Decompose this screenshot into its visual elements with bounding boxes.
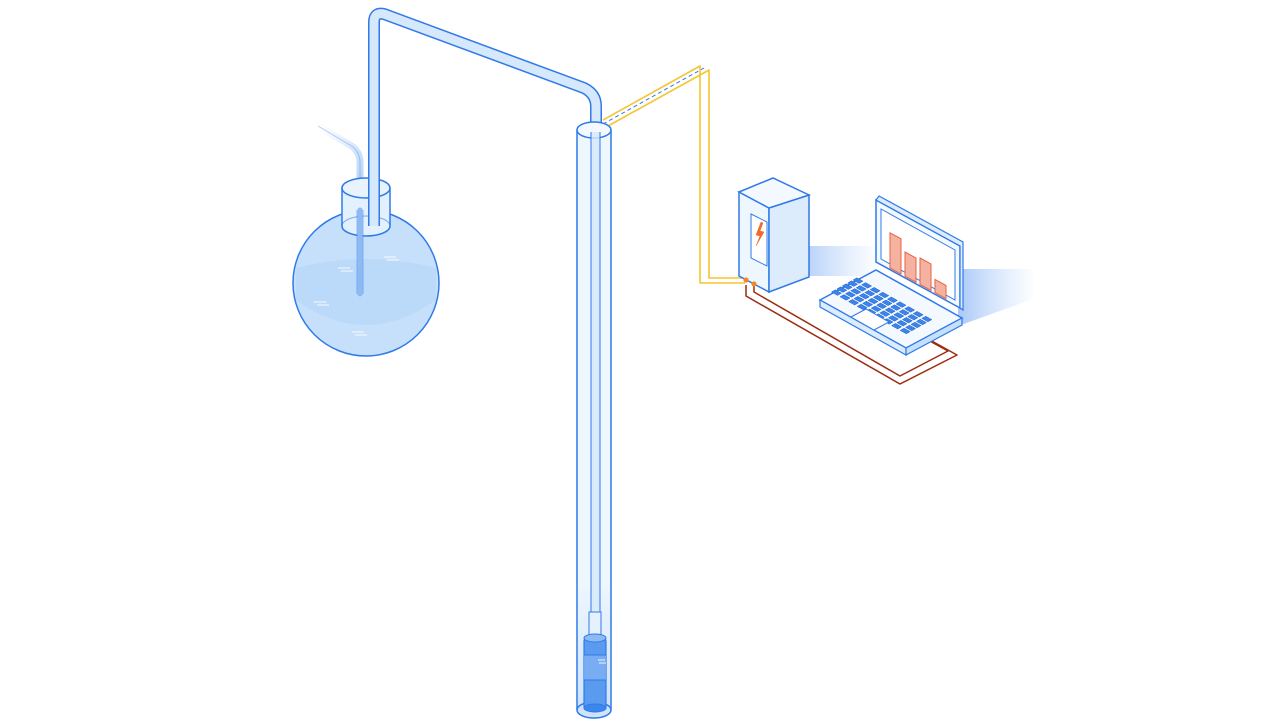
keyboard-key — [867, 297, 879, 305]
flask-water-highlight — [296, 259, 436, 325]
controller-top — [737, 177, 812, 209]
transfer-pipe — [368, 7, 602, 226]
keyboard-key — [879, 310, 891, 317]
touchpad — [849, 308, 891, 331]
keyboard-key — [855, 285, 867, 292]
keyboard-key — [899, 327, 911, 335]
laptop-screen — [880, 208, 956, 301]
keyboard-key — [895, 301, 907, 308]
screen-chart-bar — [904, 251, 917, 284]
flask-neck-rim — [341, 177, 391, 199]
floor-shadows — [805, 246, 1036, 326]
keyboard-key — [836, 286, 848, 293]
collection-flask — [292, 122, 440, 357]
controller-side — [768, 193, 810, 294]
keyboard-key — [881, 299, 893, 306]
flask-wave-marks — [314, 256, 399, 336]
transfer-pipe-body — [369, 9, 601, 226]
keyboard-key — [887, 315, 899, 322]
keyboard-key — [830, 289, 842, 296]
keyboard-icon — [830, 277, 933, 335]
keyboard-key — [856, 303, 868, 311]
keyboard-key — [912, 311, 924, 318]
laptop-shadow — [958, 269, 1036, 326]
lightning-icon — [755, 221, 765, 247]
keyboard-key — [884, 307, 896, 314]
keyboard-key — [910, 321, 922, 329]
keyboard-key — [858, 293, 870, 300]
keyboard-key — [876, 302, 888, 309]
submersible-pump — [583, 611, 607, 713]
connector-sensor — [743, 277, 749, 283]
keyboard-key — [901, 317, 913, 324]
sensor-cable — [602, 65, 745, 640]
transfer-pipe-outline — [368, 7, 602, 226]
screen-chart-bar — [934, 278, 947, 300]
keyboard-key — [869, 287, 881, 294]
keyboard-key — [861, 282, 873, 289]
keyboard-key — [844, 291, 856, 298]
laptop-bar-chart-icon — [889, 231, 947, 300]
keyboard-key — [905, 324, 917, 332]
keyboard-key — [921, 315, 933, 323]
keyboard-key — [904, 306, 916, 313]
keyboard-key — [878, 291, 890, 299]
keyboard-key — [839, 294, 851, 301]
keyboard-key — [898, 309, 910, 316]
flask-inlet-tube — [314, 122, 364, 226]
keyboard-key — [893, 312, 905, 319]
laptop-monitor — [818, 195, 964, 357]
keyboard-key — [850, 288, 862, 295]
keyboard-key — [862, 300, 874, 308]
keyboard-key — [852, 277, 864, 284]
keyboard-key — [896, 320, 908, 327]
keyboard-key — [872, 294, 884, 302]
keyboard-key — [853, 296, 865, 303]
keyboard-key — [915, 318, 927, 326]
screen-chart-bar — [919, 257, 932, 292]
connector-power — [751, 281, 757, 287]
keyboard-key — [890, 304, 902, 311]
keyboard-key — [841, 283, 853, 290]
keyboard-key — [870, 305, 882, 312]
controller-shadow — [805, 246, 880, 276]
keyboard-key — [891, 323, 903, 330]
keyboard-key — [848, 299, 860, 306]
keyboard-key — [907, 314, 919, 321]
keyboard-key — [886, 296, 898, 303]
screen-chart-bar — [889, 231, 902, 275]
keyboard-key — [864, 290, 876, 297]
power-cable — [745, 285, 958, 385]
laptop-base-side — [905, 316, 963, 357]
keyboard-key — [847, 280, 859, 287]
power-controller — [737, 177, 812, 294]
